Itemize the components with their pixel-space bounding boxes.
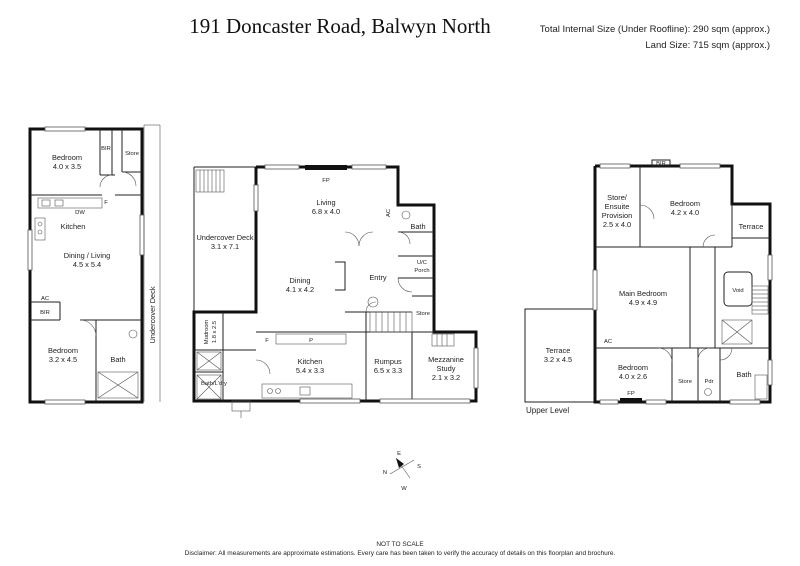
label-fireplace-1: FP — [322, 178, 330, 184]
label-fireplace-2: FP — [627, 391, 635, 397]
middle-plan-outline — [192, 165, 478, 403]
room-store-3: Store — [678, 379, 692, 385]
right-plan-outline — [593, 164, 772, 404]
upper-level-label: Upper Level — [526, 406, 570, 415]
room-kitchen-2-name: Kitchen — [298, 357, 323, 366]
room-bedroom-2-dims: 3.2 x 4.5 — [49, 355, 77, 364]
room-dining-dims: 4.1 x 4.2 — [286, 285, 314, 294]
room-store-ensuite-line3: Provision — [602, 211, 632, 220]
room-kitchen-1: Kitchen — [61, 222, 86, 231]
room-bedroom-2-name: Bedroom — [48, 346, 78, 355]
room-bath-1: Bath — [110, 355, 125, 364]
room-bedroom-1-name: Bedroom — [52, 153, 82, 162]
compass-east: E — [397, 451, 401, 457]
compass-south: S — [417, 464, 421, 470]
room-living-dims: 6.8 x 4.0 — [312, 207, 340, 216]
middle-plan: FP Living 6.8 x 4.0 AC Bath Undercover D… — [192, 164, 479, 418]
room-kitchen-2-dims: 5.4 x 3.3 — [296, 366, 324, 375]
room-mezzanine-dims: 2.1 x 3.2 — [432, 373, 460, 382]
label-dishwasher-1: DW — [75, 210, 85, 216]
room-main-bedroom-name: Main Bedroom — [619, 289, 667, 298]
room-store-1: Store — [125, 151, 139, 157]
room-bir-2: BIR — [40, 310, 50, 316]
room-mudroom-dims: 1.8 x 2.5 — [212, 321, 218, 343]
undercover-deck-side-label: Undercover Deck — [148, 286, 157, 343]
room-bir-3: BIR — [656, 161, 666, 167]
room-mezzanine-line1: Mezzanine — [428, 355, 464, 364]
room-bedroom-3-name: Bedroom — [670, 199, 700, 208]
internal-size: Total Internal Size (Under Roofline): 29… — [539, 24, 770, 35]
room-main-bedroom-dims: 4.9 x 4.9 — [629, 298, 657, 307]
label-ac-3: AC — [604, 339, 612, 345]
land-size: Land Size: 715 sqm (approx.) — [645, 40, 770, 51]
room-living-name: Living — [316, 198, 335, 207]
compass-west: W — [401, 486, 407, 492]
room-store-ensuite-line2: Ensuite — [605, 202, 630, 211]
room-store-ensuite-line1: Store/ — [607, 193, 628, 202]
room-uc-porch-line2: Porch — [414, 268, 429, 274]
room-dining-living-name: Dining / Living — [64, 251, 110, 260]
room-dining-name: Dining — [290, 276, 311, 285]
label-ac-2: AC — [386, 209, 392, 217]
room-entry: Entry — [369, 273, 387, 282]
compass-north: N — [383, 470, 387, 476]
label-pantry: P — [309, 338, 313, 344]
room-rumpus-name: Rumpus — [374, 357, 402, 366]
room-uc-porch-line1: U/C — [417, 260, 427, 266]
room-terrace-1: Terrace — [739, 222, 764, 231]
label-fridge-1: F — [104, 200, 108, 206]
disclaimer: Disclaimer: All measurements are approxi… — [184, 550, 616, 557]
not-to-scale: NOT TO SCALE — [376, 541, 424, 548]
room-store-2: Store — [416, 311, 430, 317]
label-fridge-2: F — [265, 338, 269, 344]
room-undercover-deck-name: Undercover Deck — [196, 233, 253, 242]
room-terrace-2-dims: 3.2 x 4.5 — [544, 355, 572, 364]
label-void: Void — [732, 288, 743, 294]
room-terrace-2-name: Terrace — [546, 346, 571, 355]
right-plan: BIR Store/ Ensuite Provision 2.5 x 4.0 B… — [524, 159, 773, 405]
left-plan: Bedroom 4.0 x 3.5 BIR Store F DW Kitchen… — [27, 124, 161, 405]
room-bedroom-4-name: Bedroom — [618, 363, 648, 372]
label-ac-1: AC — [41, 296, 49, 302]
room-bath-laundry: Bath/L'dry — [201, 381, 227, 387]
room-mezzanine-line2: Study — [437, 364, 456, 373]
room-bir-1: BIR — [101, 146, 111, 152]
compass: E N S W — [383, 451, 421, 492]
page-title: 191 Doncaster Road, Balwyn North — [189, 14, 491, 38]
room-dining-living-dims: 4.5 x 5.4 — [73, 260, 101, 269]
room-bath-3: Bath — [736, 370, 751, 379]
room-bedroom-4-dims: 4.0 x 2.6 — [619, 372, 647, 381]
room-store-ensuite-dims: 2.5 x 4.0 — [603, 220, 631, 229]
room-powder: Pdr — [704, 379, 713, 385]
room-bedroom-3-dims: 4.2 x 4.0 — [671, 208, 699, 217]
room-rumpus-dims: 6.5 x 3.3 — [374, 366, 402, 375]
room-bath-2: Bath — [410, 222, 425, 231]
room-mudroom-name: Mudroom — [204, 320, 210, 345]
room-undercover-deck-dims: 3.1 x 7.1 — [211, 242, 239, 251]
room-bedroom-1-dims: 4.0 x 3.5 — [53, 162, 81, 171]
